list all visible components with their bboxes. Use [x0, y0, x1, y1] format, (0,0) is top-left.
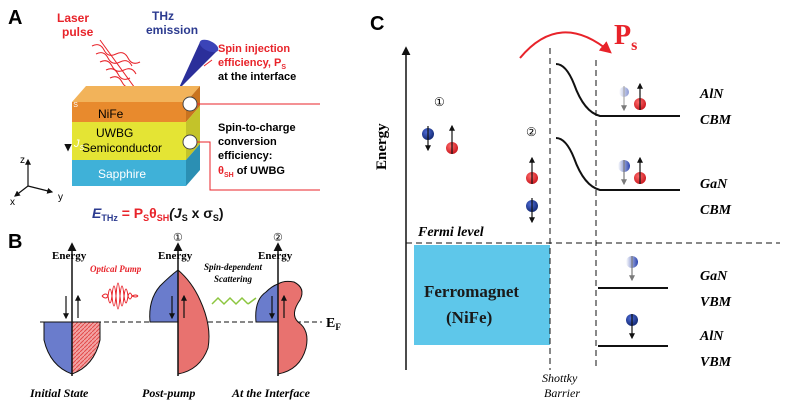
- energy-label-b1: Energy: [52, 250, 87, 262]
- gan-cbm-band: CBM: [700, 203, 732, 218]
- nife-layer-label: NiFe: [98, 107, 124, 121]
- spin-pair-1: [422, 124, 458, 154]
- ferromagnet-label-1: Ferromagnet: [424, 282, 519, 301]
- panel-c: C Energy Ferromagnet (NiFe) Fermi level …: [370, 13, 780, 400]
- axes-icon: [14, 158, 54, 197]
- initial-state-label: Initial State: [29, 386, 89, 400]
- js-label: JS: [73, 138, 85, 152]
- uwbg-callout-circle: [182, 134, 198, 150]
- thz-label-1: THz: [152, 9, 174, 23]
- spin-charge-label-2: conversion: [218, 136, 277, 148]
- gan-cbm-curve: [555, 137, 680, 191]
- gan-vbm-band: VBM: [700, 295, 732, 310]
- fermi-level-label: Fermi level: [417, 225, 484, 240]
- ferromagnet-label-2: (NiFe): [446, 308, 492, 327]
- energy-label-b2: Energy: [158, 250, 193, 262]
- at-interface-label: At the Interface: [231, 386, 311, 400]
- axis-x-label: x: [10, 197, 15, 208]
- laser-label-1: Laser: [57, 11, 89, 25]
- energy-label-b3: Energy: [258, 250, 293, 262]
- initial-state-dos: [43, 242, 101, 376]
- thz-emission-icon: [178, 42, 218, 90]
- optical-pump-label: Optical Pump: [90, 264, 142, 274]
- interface-marker: ②: [273, 232, 283, 244]
- interface-dos: [255, 242, 308, 376]
- aln-vbm-spin: [626, 314, 638, 340]
- ef-label: EF: [326, 316, 341, 332]
- panel-a: A Laser pulse THz emission NiFe UWBG: [8, 7, 320, 223]
- energy-label-c: Energy: [374, 123, 390, 170]
- optical-pump-icon: [101, 282, 139, 310]
- gan-vbm-material: GaN: [700, 269, 728, 284]
- spin-charge-label-1: Spin-to-charge: [218, 122, 296, 134]
- post-pump-marker: ①: [173, 232, 183, 244]
- barrier-label-1: Shottky: [542, 371, 578, 385]
- gan-cbm-material: GaN: [700, 177, 728, 192]
- aln-cbm-band: CBM: [700, 113, 732, 128]
- barrier-label-2: Barrier: [544, 386, 580, 400]
- marker-1-c: ①: [434, 95, 445, 109]
- aln-cbm-curve: [555, 63, 680, 117]
- gan-cbm-spins: [618, 156, 646, 186]
- aln-vbm-material: AlN: [699, 329, 724, 344]
- thz-label-2: emission: [146, 23, 198, 37]
- panel-b-label: B: [8, 231, 22, 253]
- ferromagnet-block: [414, 245, 550, 345]
- scattering-icon: [211, 296, 249, 306]
- gan-vbm-spin: [626, 256, 638, 282]
- axis-y-label: y: [58, 192, 63, 203]
- layer-stack: [72, 86, 200, 186]
- uwbg-layer-label-2: Semiconductor: [82, 141, 162, 155]
- spin-charge-label-3: efficiency:: [218, 150, 272, 162]
- marker-2-c: ②: [526, 125, 537, 139]
- spin-dep-label-1: Spin-dependent: [204, 262, 263, 272]
- spin-pair-2: [526, 156, 538, 224]
- ps-arrow: [519, 31, 612, 59]
- laser-pulse-icon: [91, 39, 141, 96]
- spin-injection-label-2: efficiency, PS: [218, 57, 286, 71]
- ps-label: Ps: [614, 20, 637, 54]
- post-pump-label: Post-pump: [142, 386, 195, 400]
- aln-cbm-material: AlN: [699, 87, 724, 102]
- interface-callout-circle: [182, 96, 198, 112]
- laser-label-2: pulse: [62, 25, 94, 39]
- spin-dep-label-2: Scattering: [214, 274, 253, 284]
- uwbg-layer-label-1: UWBG: [96, 126, 133, 140]
- spin-injection-label-1: Spin injection: [218, 43, 290, 55]
- sapphire-layer-label: Sapphire: [98, 167, 146, 181]
- panel-b: B EF Energy Optical Pump ① Energy: [8, 231, 341, 400]
- spin-injection-label-3: at the interface: [218, 71, 296, 83]
- panel-c-label: C: [370, 13, 384, 35]
- sigma-s-label: +σS: [60, 95, 78, 109]
- aln-vbm-band: VBM: [700, 355, 732, 370]
- axis-z-label: z: [20, 155, 25, 166]
- aln-cbm-spins: [619, 82, 646, 112]
- panel-a-label: A: [8, 7, 22, 29]
- post-pump-dos: [149, 242, 210, 376]
- thz-equation: ETHz = PSθSH(JS x σS): [92, 205, 224, 223]
